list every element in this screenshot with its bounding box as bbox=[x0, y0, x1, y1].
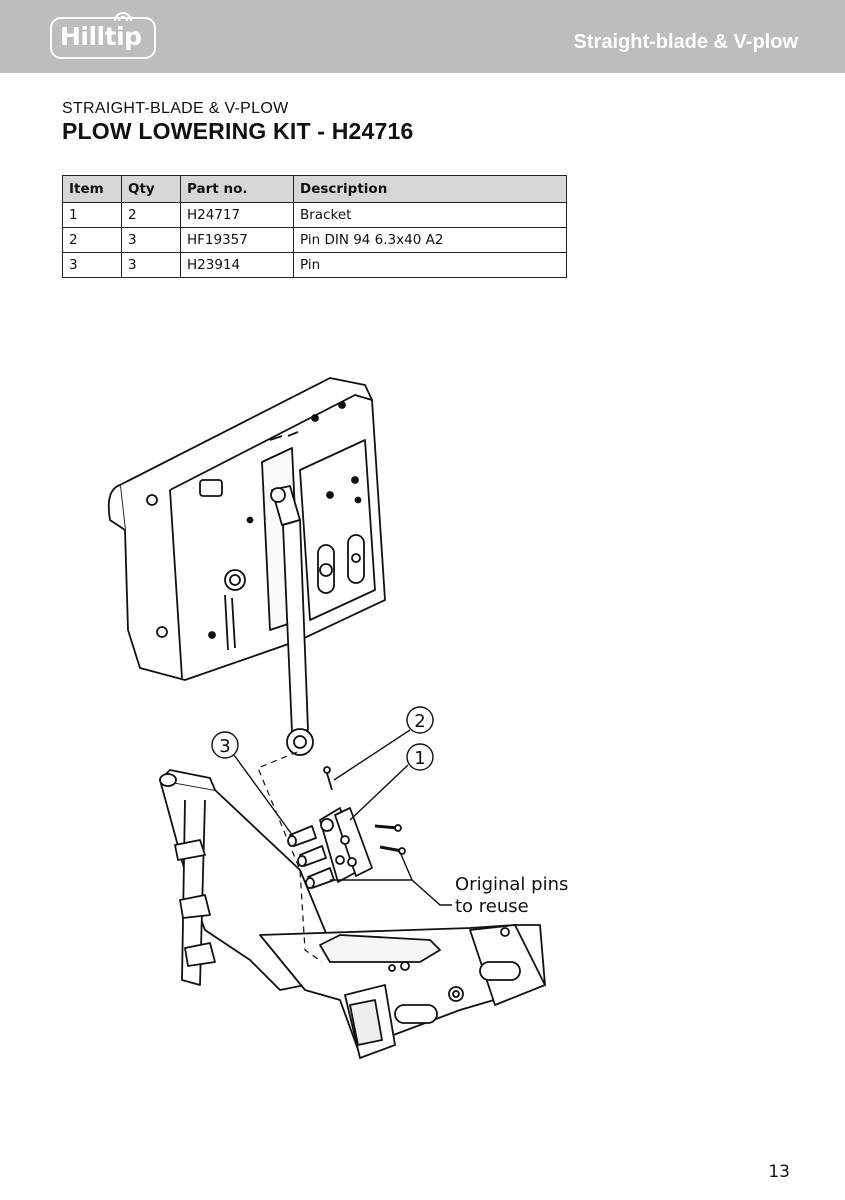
callout-label-2: 2 bbox=[414, 711, 425, 732]
page-header: Hilltip Straight-blade & V-plow bbox=[0, 0, 845, 73]
callout-circle-2 bbox=[406, 706, 434, 734]
cell-qty: 2 bbox=[121, 202, 181, 228]
note-line-2: to reuse bbox=[455, 896, 529, 917]
leader-line-2 bbox=[333, 729, 411, 781]
leader-line-1 bbox=[349, 764, 409, 821]
leader-line-original-pins-upper bbox=[399, 851, 413, 881]
cell-part-no: H24717 bbox=[180, 202, 294, 228]
cell-item: 1 bbox=[62, 202, 122, 228]
header-description: Description bbox=[293, 175, 567, 203]
hilltip-logo: Hilltip bbox=[50, 12, 156, 59]
section-title: Straight-blade & V-plow bbox=[573, 31, 798, 53]
note-line-1: Original pins bbox=[455, 874, 569, 895]
cell-qty: 3 bbox=[121, 227, 181, 253]
parts-table: Item Qty Part no. Description 1 2 H24717… bbox=[62, 175, 567, 278]
original-pins-note: Original pins to reuse bbox=[455, 874, 568, 918]
cell-qty: 3 bbox=[121, 252, 181, 278]
original-pins bbox=[374, 824, 406, 855]
pin-din-94 bbox=[323, 766, 333, 791]
cell-item: 2 bbox=[62, 227, 122, 253]
plow-frame bbox=[159, 769, 546, 1059]
callout-circle-3 bbox=[211, 731, 239, 759]
table-header-row: Item Qty Part no. Description bbox=[62, 175, 567, 203]
cell-item: 3 bbox=[62, 252, 122, 278]
table-row: 1 2 H24717 Bracket bbox=[62, 202, 567, 228]
callout-circle-1 bbox=[406, 743, 434, 771]
callout-label-3: 3 bbox=[219, 736, 230, 757]
cell-description: Pin bbox=[293, 252, 567, 278]
exploded-assembly-drawing: 3 2 1 bbox=[107, 377, 546, 1059]
page-kicker: STRAIGHT-BLADE & V-PLOW bbox=[62, 100, 289, 117]
cell-description: Pin DIN 94 6.3x40 A2 bbox=[293, 227, 567, 253]
bracket bbox=[319, 807, 373, 883]
page-number: 13 bbox=[768, 1162, 790, 1182]
table-row: 3 3 H23914 Pin bbox=[62, 252, 567, 278]
table-row: 2 3 HF19357 Pin DIN 94 6.3x40 A2 bbox=[62, 227, 567, 253]
callout-label-1: 1 bbox=[414, 748, 425, 769]
cell-part-no: HF19357 bbox=[180, 227, 294, 253]
lowering-arm bbox=[270, 485, 314, 756]
leader-line-original-pins bbox=[330, 879, 452, 906]
leader-line-3 bbox=[233, 754, 294, 837]
mount-plate bbox=[107, 377, 386, 681]
header-item: Item bbox=[62, 175, 122, 203]
logo-text: Hilltip bbox=[60, 22, 142, 51]
header-part-no: Part no. bbox=[180, 175, 294, 203]
cell-part-no: H23914 bbox=[180, 252, 294, 278]
cell-description: Bracket bbox=[293, 202, 567, 228]
header-qty: Qty bbox=[121, 175, 181, 203]
pin bbox=[287, 825, 335, 889]
logo-mark-icon bbox=[114, 12, 132, 22]
page-title: PLOW LOWERING KIT - H24716 bbox=[62, 118, 414, 144]
